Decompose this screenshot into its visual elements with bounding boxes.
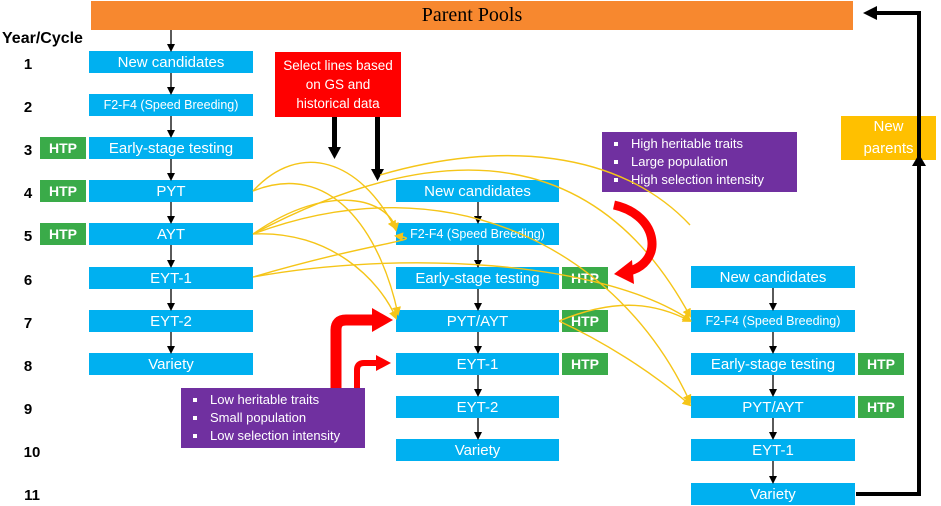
red-curved-arrow-right (612, 200, 657, 284)
new-parents-text: New (873, 118, 904, 135)
high-heritable-box: High heritable traits Large population H… (602, 132, 797, 192)
year-label: 7 (23, 315, 33, 332)
col3-new-candidates: New candidates (691, 266, 855, 288)
col3-variety: Variety (691, 483, 855, 505)
info-bullet: Low selection intensity (208, 427, 365, 445)
col3-pyt-ayt: PYT/AYT (691, 396, 855, 418)
col2-f2-f4: F2-F4 (Speed Breeding) (396, 223, 559, 245)
select-arrows (328, 117, 384, 181)
htp-badge: HTP (40, 223, 86, 245)
col2-pyt-ayt: PYT/AYT (396, 310, 559, 332)
parent-pools-header: Parent Pools (91, 1, 853, 30)
col3-early-stage: Early-stage testing (691, 353, 855, 375)
select-lines-box: Select lines based on GS and historical … (275, 52, 401, 117)
info-bullet: Low heritable traits (208, 391, 365, 409)
col2-early-stage: Early-stage testing (396, 267, 559, 289)
htp-badge: HTP (858, 396, 904, 418)
year-label: 6 (23, 272, 33, 289)
select-lines-text: historical data (296, 96, 380, 111)
htp-badge: HTP (562, 267, 608, 289)
year-label: 11 (24, 487, 40, 504)
col1-eyt-2: EYT-2 (89, 310, 253, 332)
info-bullet: Small population (208, 409, 365, 427)
new-parents-text: parents (863, 140, 914, 157)
col1-pyt: PYT (89, 180, 253, 202)
year-label: 8 (23, 358, 33, 375)
col1-variety: Variety (89, 353, 253, 375)
year-label: 10 (23, 444, 41, 461)
htp-badge: HTP (40, 180, 86, 202)
col1-new-candidates: New candidates (89, 51, 253, 73)
year-label: 9 (23, 401, 33, 418)
col1-eyt-1: EYT-1 (89, 267, 253, 289)
select-lines-text: on GS and (305, 77, 371, 92)
year-label: 5 (23, 228, 33, 245)
low-heritable-box: Low heritable traits Small population Lo… (181, 388, 365, 448)
info-bullet: High heritable traits (629, 135, 797, 153)
year-cycle-title: Year/Cycle (2, 30, 83, 47)
info-bullet: High selection intensity (629, 171, 797, 189)
year-label: 4 (23, 185, 33, 202)
year-label: 3 (23, 142, 33, 159)
col1-f2-f4: F2-F4 (Speed Breeding) (89, 94, 253, 116)
col2-new-candidates: New candidates (396, 180, 559, 202)
recycle-loop-arrow (856, 6, 926, 496)
col1-ayt: AYT (89, 223, 253, 245)
col2-eyt-2: EYT-2 (396, 396, 559, 418)
col3-f2-f4: F2-F4 (Speed Breeding) (691, 310, 855, 332)
year-label: 2 (23, 99, 33, 116)
info-bullet: Large population (629, 153, 797, 171)
year-label: 1 (23, 56, 33, 73)
col1-early-stage: Early-stage testing (89, 137, 253, 159)
yellow-selection-arrows (252, 154, 692, 407)
htp-badge: HTP (858, 353, 904, 375)
htp-badge: HTP (40, 137, 86, 159)
htp-badge: HTP (562, 353, 608, 375)
select-lines-text: Select lines based (283, 58, 393, 73)
col2-variety: Variety (396, 439, 559, 461)
red-bent-arrows-left (330, 308, 393, 388)
col3-eyt-1: EYT-1 (691, 439, 855, 461)
col2-eyt-1: EYT-1 (396, 353, 559, 375)
